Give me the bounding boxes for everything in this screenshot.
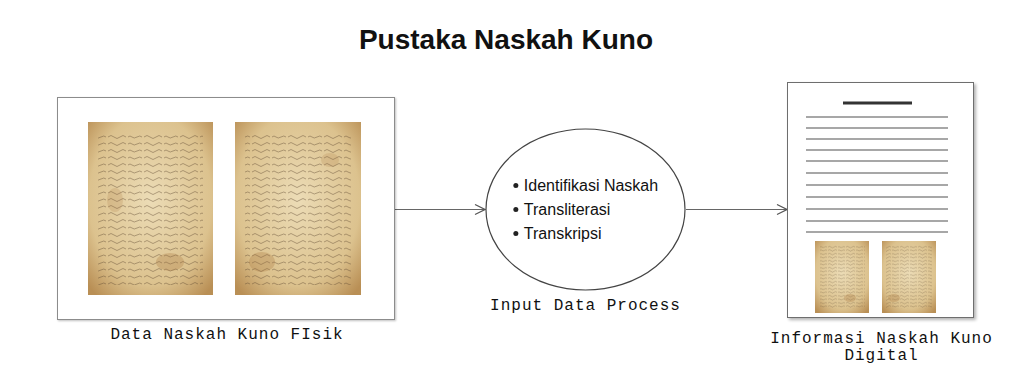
node-caption: Input Data Process <box>466 298 706 315</box>
ellipse-shape <box>486 129 685 290</box>
manuscript-writing <box>245 132 351 285</box>
flow-arrow <box>686 209 787 210</box>
manuscript-paper <box>815 241 869 313</box>
manuscript-writing <box>98 132 203 285</box>
manuscript-paper <box>882 241 936 313</box>
process-ellipse: Identifikasi NaskahTransliterasiTranskri… <box>485 128 686 291</box>
manuscript-stain <box>249 252 275 272</box>
document-text-line <box>806 149 948 150</box>
process-step: Transkripsi <box>524 222 602 246</box>
document-text-line <box>806 184 948 185</box>
document-lines <box>806 103 948 232</box>
manuscript-paper <box>235 122 361 295</box>
manuscript-page <box>235 122 361 295</box>
manuscript-stain <box>107 188 123 212</box>
manuscript-page <box>88 122 213 295</box>
bullet-list: Identifikasi NaskahTransliterasiTranskri… <box>513 174 658 246</box>
document-text-line <box>806 208 948 209</box>
bullet-row: Transkripsi <box>513 222 658 246</box>
document-text-line <box>806 127 948 128</box>
manuscript-paper <box>88 122 213 295</box>
bullet-row: Transliterasi <box>513 198 658 222</box>
manuscript-thumbnail <box>882 241 936 313</box>
source-box: Data Naskah Kuno FIsik <box>57 97 395 320</box>
manuscript-stain <box>888 294 900 302</box>
document-text-line <box>806 196 948 197</box>
document-text-line <box>806 138 948 139</box>
document-heading-line <box>843 102 912 105</box>
node-caption: Informasi Naskah Kuno Digital <box>762 331 1002 365</box>
manuscript-thumbnail <box>815 241 869 313</box>
bullet-dot <box>513 183 518 188</box>
document-text-line <box>806 116 948 117</box>
manuscript-writing <box>819 245 865 309</box>
document-text-line <box>806 220 948 221</box>
flow-arrow <box>395 209 485 210</box>
bullet-row: Identifikasi Naskah <box>513 174 658 198</box>
document-text-line <box>806 231 948 232</box>
bullet-dot <box>513 207 518 212</box>
document-text-line <box>806 160 948 161</box>
process-step: Transliterasi <box>524 198 611 222</box>
manuscript-stain <box>844 294 856 302</box>
manuscript-stain <box>156 253 184 271</box>
manuscript-writing <box>886 245 932 309</box>
node-caption: Data Naskah Kuno FIsik <box>77 327 377 344</box>
process-step: Identifikasi Naskah <box>524 174 658 198</box>
document-box: Informasi Naskah Kuno Digital <box>787 82 974 318</box>
document-text-line <box>806 172 948 173</box>
bullet-dot <box>513 231 518 236</box>
diagram-title: Pustaka Naskah Kuno <box>0 24 1012 56</box>
manuscript-stain <box>321 153 339 167</box>
